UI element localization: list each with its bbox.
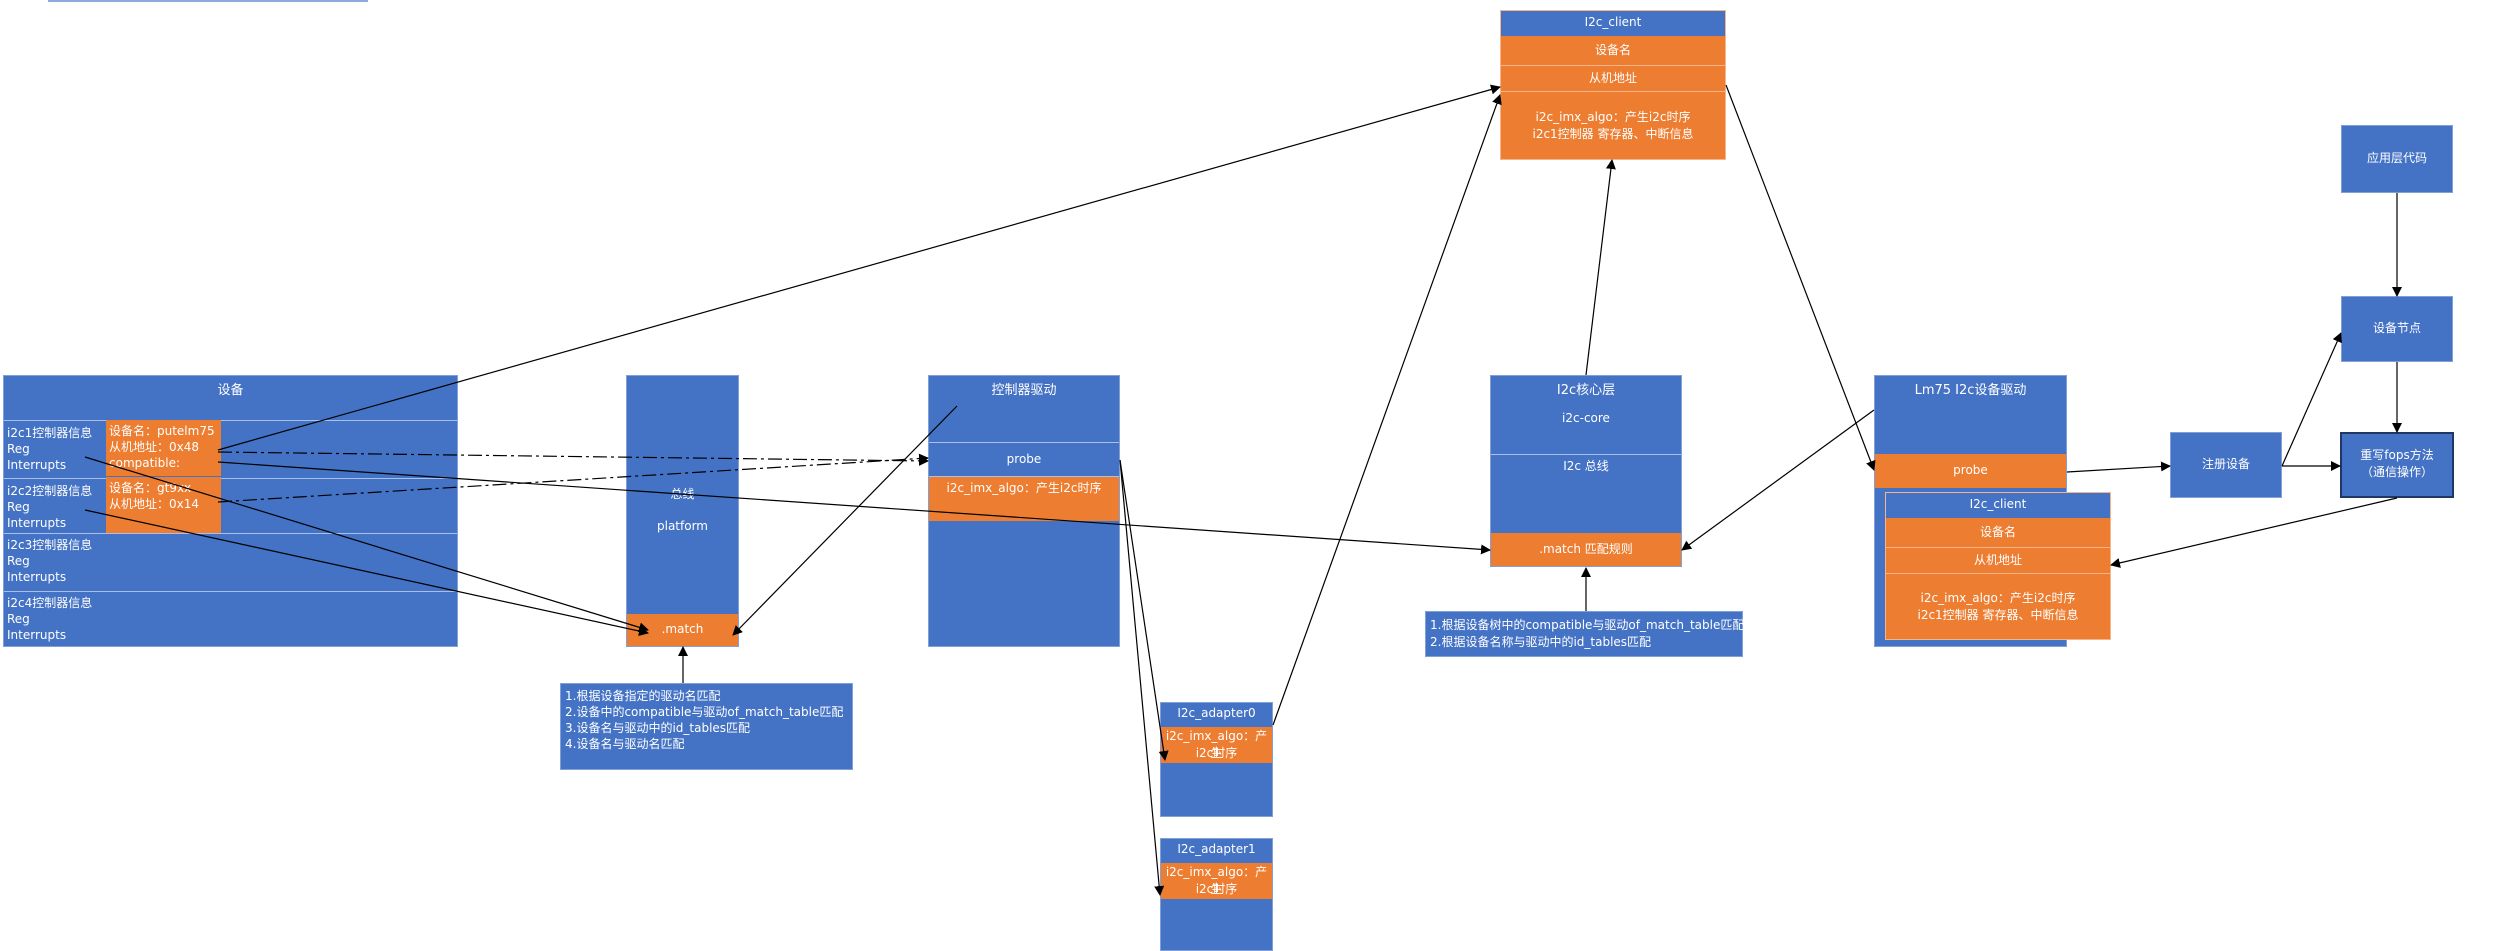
adapter1-box: I2c_adapter1 i2c_imx_algo：产生 i2c时序 — [1160, 838, 1273, 951]
bus-match: .match — [627, 614, 738, 646]
arrow-group1-to-match — [84, 456, 649, 633]
group1-name: i2c1控制器信息 — [7, 426, 93, 440]
bus-box: 总线 platform .match — [626, 375, 739, 647]
adapter1-title: I2c_adapter1 — [1177, 842, 1256, 856]
arrow-adapter0-to-client — [1272, 94, 1502, 726]
group3-name: i2c3控制器信息 — [7, 538, 93, 552]
group2-reg: Reg — [7, 500, 30, 514]
device1-info: 设备名：putelm75 从机地址：0x48 compatible: — [106, 420, 221, 476]
group3-reg: Reg — [7, 554, 30, 568]
client-top-regs: i2c1控制器 寄存器、中断信息 — [1532, 127, 1694, 141]
adapter0-title: I2c_adapter0 — [1177, 706, 1256, 720]
core-rule-1: 1.根据设备树中的compatible与驱动of_match_table匹配 — [1430, 618, 1745, 632]
node-label: 设备节点 — [2372, 321, 2421, 335]
controller-driver-title: 控制器驱动 — [991, 383, 1057, 398]
client-inner-name: 设备名 — [1979, 525, 2016, 539]
bus-rule-3: 3.设备名与驱动中的id_tables匹配 — [565, 721, 751, 735]
client-top-addr: 从机地址 — [1588, 71, 1637, 85]
bus-subtitle: platform — [657, 519, 708, 533]
adapter0-algo-line2: i2c时序 — [1195, 746, 1238, 760]
arrow-fops-to-clientinner — [2110, 497, 2398, 568]
device2-name: 设备名：gt9xx — [109, 481, 192, 495]
arrow-device1-to-probe — [217, 451, 929, 466]
client-inner-title: I2c_client — [1969, 497, 2027, 511]
core-rule-2: 2.根据设备名称与驱动中的id_tables匹配 — [1430, 635, 1652, 649]
adapter1-algo-line1: i2c_imx_algo：产生 — [1165, 865, 1268, 896]
client-top-header: I2c_client — [1501, 11, 1725, 36]
lm75-title: Lm75 I2c设备驱动 — [1914, 383, 2027, 398]
group1-reg: Reg — [7, 442, 30, 456]
bus-rules-box: 1.根据设备指定的驱动名匹配 2.设备中的compatible与驱动of_mat… — [560, 683, 853, 770]
core-match-label: .match 匹配规则 — [1539, 542, 1633, 556]
client-inner-box: I2c_client 设备名 从机地址 i2c_imx_algo：产生i2c时序… — [1885, 492, 2111, 640]
app-label: 应用层代码 — [2366, 151, 2427, 165]
core-match: .match 匹配规则 — [1491, 533, 1681, 566]
client-inner-algo: i2c_imx_algo：产生i2c时序 — [1920, 591, 2076, 605]
arrow-probe-to-adapter0 — [1119, 459, 1169, 761]
bus-rule-2: 2.设备中的compatible与驱动of_match_table匹配 — [565, 705, 844, 719]
device1-compat: compatible: — [109, 456, 181, 470]
arrow-core-to-client — [1585, 159, 1616, 376]
client-top-algo: i2c_imx_algo：产生i2c时序 — [1535, 110, 1691, 124]
arrow-device1-to-client — [217, 84, 1501, 451]
core-rules-box: 1.根据设备树中的compatible与驱动of_match_table匹配 2… — [1425, 611, 1745, 657]
register-label: 注册设备 — [2201, 457, 2250, 471]
fops-line2: （通信操作） — [2360, 465, 2433, 479]
client-top-title: I2c_client — [1584, 15, 1642, 29]
arrow-controller-to-match — [732, 405, 958, 636]
devices-title: 设备 — [217, 383, 244, 398]
client-top-box: I2c_client 设备名 从机地址 i2c_imx_algo：产生i2c时序… — [1500, 10, 1726, 160]
device1-addr: 从机地址：0x48 — [109, 440, 200, 454]
group4-irq: Interrupts — [7, 628, 67, 642]
core-sub: i2c-core — [1562, 411, 1610, 425]
lm75-probe-label: probe — [1953, 463, 1988, 477]
register-box: 注册设备 — [2170, 432, 2282, 498]
arrow-group2-to-match — [84, 509, 649, 636]
arrow-probe-to-register — [2066, 461, 2171, 473]
app-box: 应用层代码 — [2341, 125, 2453, 193]
arrow-device2-to-probe — [217, 453, 929, 503]
client-top-name: 设备名 — [1594, 43, 1631, 57]
controller-driver-probe: probe — [1006, 452, 1042, 466]
client-inner-regs: i2c1控制器 寄存器、中断信息 — [1917, 608, 2079, 622]
group3-irq: Interrupts — [7, 570, 67, 584]
arrow-register-to-node — [2281, 332, 2342, 467]
group1-irq: Interrupts — [7, 458, 67, 472]
core-title: I2c核心层 — [1556, 383, 1616, 398]
group4-reg: Reg — [7, 612, 30, 626]
node-box: 设备节点 — [2341, 296, 2453, 362]
bus-match-label: .match — [661, 622, 704, 636]
adapter0-algo: i2c_imx_algo：产生 i2c时序 — [1161, 727, 1272, 763]
arrow-probe-to-adapter1 — [1119, 459, 1165, 896]
device2-info: 设备名：gt9xx 从机地址：0x14 — [106, 477, 221, 533]
adapter0-algo-line1: i2c_imx_algo：产生 — [1165, 729, 1268, 760]
adapter1-algo: i2c_imx_algo：产生 i2c时序 — [1161, 863, 1272, 899]
group2-name: i2c2控制器信息 — [7, 484, 93, 498]
arrow-device1-to-core-match — [217, 461, 1491, 555]
arrow-lm75-to-core — [1681, 409, 1875, 551]
bus-rule-4: 4.设备名与驱动名匹配 — [565, 737, 685, 751]
arrow-client-to-lm75 — [1725, 84, 1876, 471]
core-box: I2c核心层 i2c-core I2c 总线 .match 匹配规则 — [1490, 375, 1682, 567]
controller-driver-algo-label: i2c_imx_algo：产生i2c时序 — [946, 481, 1102, 495]
client-inner-header: I2c_client — [1886, 493, 2110, 518]
device2-addr: 从机地址：0x14 — [109, 497, 200, 511]
fops-box: 重写fops方法 （通信操作） — [2340, 432, 2454, 498]
device1-name: 设备名：putelm75 — [109, 424, 215, 438]
fops-line1: 重写fops方法 — [2360, 448, 2434, 462]
group4-name: i2c4控制器信息 — [7, 596, 93, 610]
bus-rule-1: 1.根据设备指定的驱动名匹配 — [565, 689, 721, 703]
devices-box: 设备 i2c1控制器信息 Reg Interrupts i2c2控制器信息 Re… — [3, 375, 458, 647]
lm75-probe: probe — [1875, 454, 2066, 488]
group2-irq: Interrupts — [7, 516, 67, 530]
top-decoration-line — [48, 0, 368, 2]
client-inner-addr: 从机地址 — [1973, 553, 2022, 567]
adapter0-box: I2c_adapter0 i2c_imx_algo：产生 i2c时序 — [1160, 702, 1273, 817]
core-bus: I2c 总线 — [1563, 459, 1609, 473]
adapter1-algo-line2: i2c时序 — [1195, 882, 1238, 896]
